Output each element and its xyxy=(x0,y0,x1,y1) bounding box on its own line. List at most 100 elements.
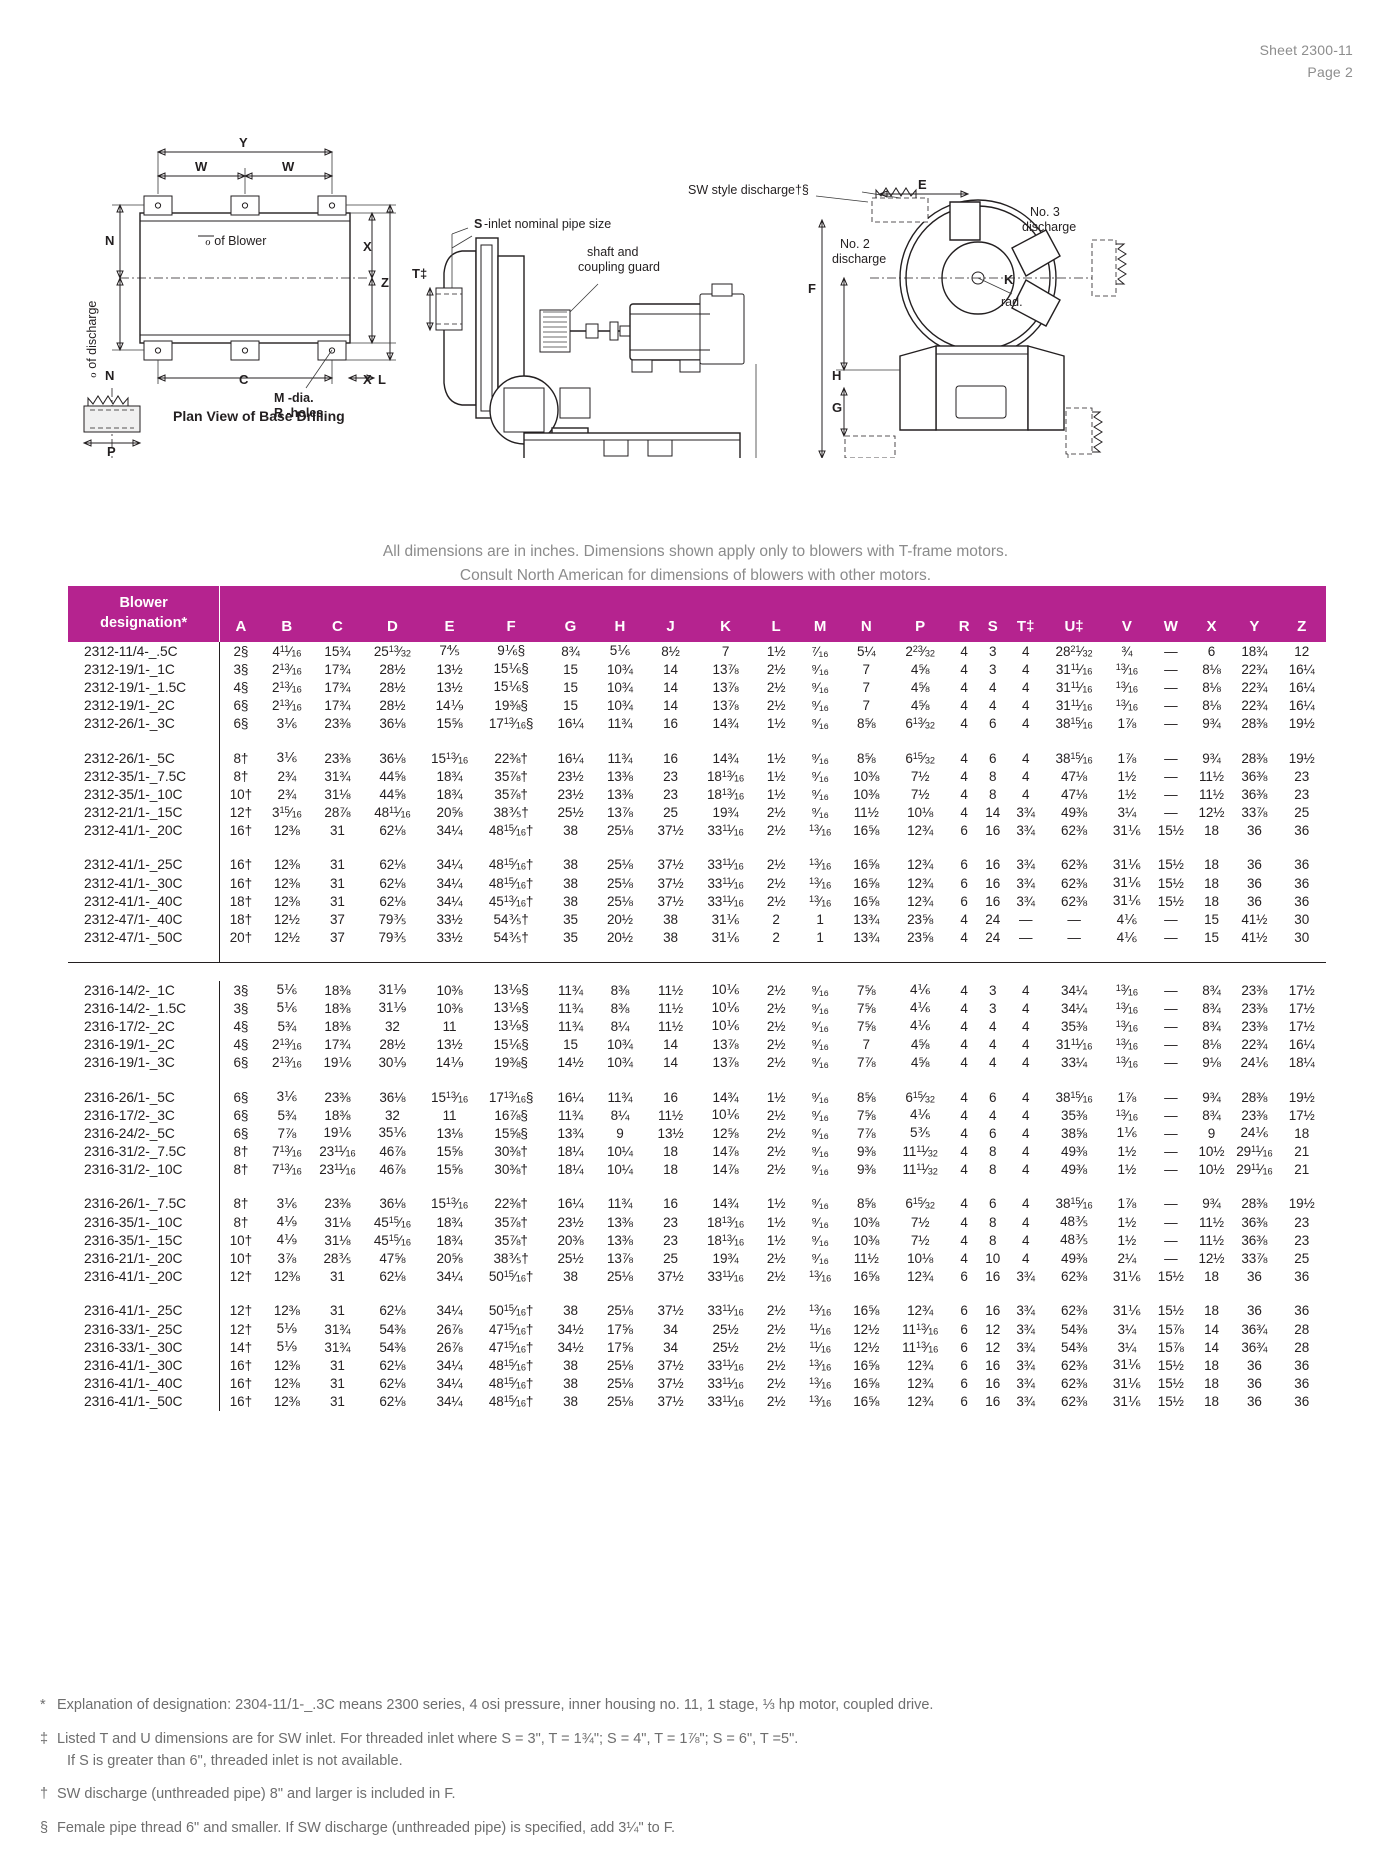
cell-dim-Z: 12 xyxy=(1294,643,1310,659)
cell-dim-J: 18 xyxy=(663,1162,678,1178)
cell-dim-S: 6 xyxy=(988,1196,997,1212)
cell-dim-H: 20½ xyxy=(606,930,633,946)
cell-blower-designation: 2316-26/1-_5C xyxy=(68,1087,221,1107)
cell-dim-P: 615⁄32 xyxy=(905,1089,935,1105)
cell-dim-W: 15½ xyxy=(1157,1376,1184,1392)
cell-dim-H: 25⅛ xyxy=(606,1357,633,1373)
cell-dim-Z: 17½ xyxy=(1288,1000,1315,1016)
cell-dim-P: 615⁄32 xyxy=(905,1196,935,1212)
cell-dim-F: 13⅑§ xyxy=(493,982,529,998)
cell-dim-E: 13⅛ xyxy=(436,1125,463,1141)
cell-dim-Y: 28⅜ xyxy=(1241,1089,1268,1105)
cell-dim-T: 4 xyxy=(1021,1125,1030,1141)
cell-dim-H: 13⅜ xyxy=(606,1232,633,1248)
cell-blower-designation: 2316-14/2-_1C xyxy=(68,981,221,1000)
cell-dim-S: 12 xyxy=(985,1321,1001,1337)
cell-dim-C: 31 xyxy=(329,893,345,909)
cell-dim-U: 2821⁄32 xyxy=(1055,643,1093,659)
cell-dim-E: 34¼ xyxy=(436,1357,463,1373)
dim-P: P xyxy=(107,444,116,458)
cell-dim-H: 8¼ xyxy=(610,1018,630,1034)
cell-dim-B: 12⅜ xyxy=(273,1394,300,1410)
cell-dim-V: 31⅙ xyxy=(1112,893,1141,909)
label-no2-discharge-2: discharge xyxy=(832,252,886,266)
cell-dim-N: 8⅝ xyxy=(856,1089,876,1105)
cell-dim-X: 9¾ xyxy=(1202,750,1221,766)
cell-dim-L: 2½ xyxy=(766,1162,786,1178)
footnote-text: Explanation of designation: 2304-11/1-_.… xyxy=(57,1697,934,1713)
dimensions-table: Blower designation* A B C D E F G H J K … xyxy=(68,586,1326,1411)
cell-dim-Z: 16¼ xyxy=(1288,1037,1315,1053)
cell-dim-G: 38 xyxy=(563,875,578,891)
cell-dim-L: 1½ xyxy=(766,1232,786,1248)
cell-dim-R: 4 xyxy=(960,661,968,677)
cell-dim-W: — xyxy=(1164,768,1178,784)
cell-dim-R: 6 xyxy=(960,893,968,909)
dim-C: C xyxy=(239,372,249,387)
cell-dim-S: 3 xyxy=(988,1000,997,1016)
cell-dim-U: 3111⁄16 xyxy=(1055,679,1093,695)
cell-dim-D: 4515⁄16 xyxy=(373,1232,411,1248)
cell-dim-S: 3 xyxy=(988,643,997,659)
cell-dim-H: 25⅛ xyxy=(606,875,633,891)
cell-dim-N: 13¾ xyxy=(853,930,880,946)
cell-dim-D: 28½ xyxy=(379,1037,406,1053)
cell-dim-S: 8 xyxy=(988,768,997,784)
cell-dim-Z: 36 xyxy=(1294,1394,1310,1410)
cell-dim-G: 15 xyxy=(563,698,578,714)
cell-dim-J: 34 xyxy=(663,1321,678,1337)
label-shaft-guard-2: coupling guard xyxy=(578,260,660,274)
footnote-marker: † xyxy=(40,1786,49,1803)
cell-dim-E: 1513⁄16 xyxy=(431,1089,469,1105)
cell-dim-J: 14 xyxy=(663,698,678,714)
cell-dim-K: 13⅞ xyxy=(712,1055,739,1071)
cell-dim-A: 6§ xyxy=(233,1125,249,1141)
cell-dim-Z: 17½ xyxy=(1288,982,1315,998)
cell-dim-Z: 21 xyxy=(1294,1162,1310,1178)
cell-dim-E: 26⅞ xyxy=(436,1339,463,1355)
cell-dim-K: 10⅙ xyxy=(711,982,740,998)
spacer-designation-cell xyxy=(68,1071,221,1088)
cell-dim-C: 2311⁄16 xyxy=(319,1162,356,1178)
cell-dim-G: 15 xyxy=(563,679,578,695)
cell-dim-V: 1⅙ xyxy=(1116,1125,1138,1141)
cell-dim-U: — xyxy=(1067,930,1081,946)
cell-dim-Z: 36 xyxy=(1294,893,1310,909)
